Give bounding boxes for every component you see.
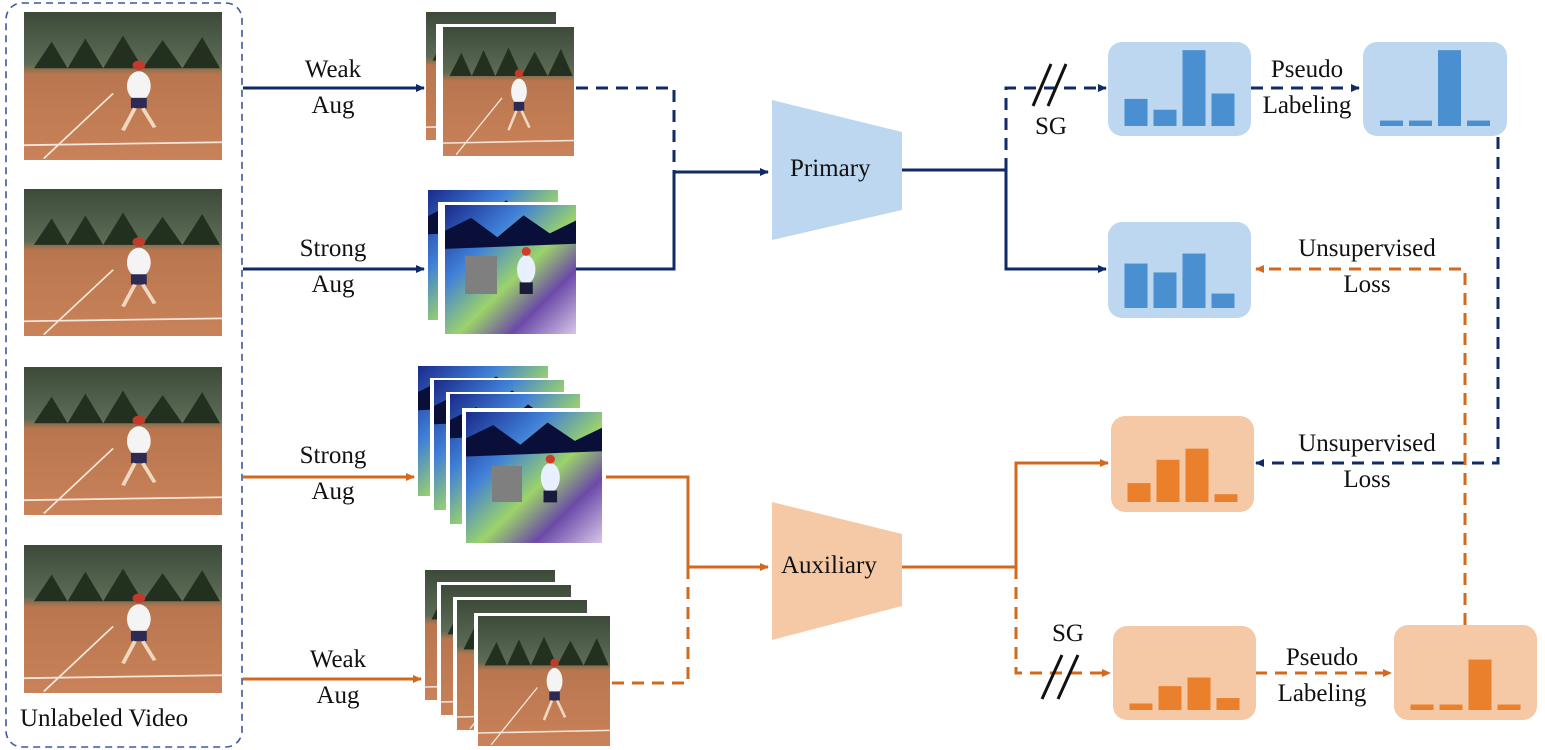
arrow-auxiliary-to-strong-pred <box>1014 459 1109 567</box>
class-probability-bar <box>1182 253 1206 308</box>
prediction-distribution-primary-weak <box>1108 42 1251 136</box>
video-frame <box>22 10 224 162</box>
class-probability-bar <box>1214 494 1238 502</box>
class-probability-bar <box>1127 483 1151 502</box>
class-probability-bar <box>1153 272 1177 308</box>
video-frame <box>22 543 224 695</box>
class-probability-bar <box>1129 703 1153 710</box>
class-probability-bar <box>1497 704 1521 710</box>
video-frame <box>22 187 224 338</box>
weak-clip-to-primary <box>576 86 676 172</box>
arrow-primary-to-strong-pred <box>1004 170 1107 273</box>
sg-label-primary: SG <box>1035 113 1067 140</box>
primary-model-label: Primary <box>790 155 871 182</box>
strong-aug-clip-auxiliary <box>418 366 606 546</box>
arrow-auxiliary-sg-weak-pred <box>1014 567 1111 677</box>
unlabeled-video-caption: Unlabeled Video <box>20 705 189 732</box>
class-probability-bar <box>1124 98 1148 126</box>
prediction-distribution-auxiliary-pseudo <box>1394 625 1537 720</box>
class-probability-bar <box>1216 698 1240 710</box>
class-probability-bar <box>1185 448 1209 502</box>
class-probability-bar <box>1439 704 1463 710</box>
class-probability-bar <box>1182 50 1206 126</box>
prediction-distribution-primary-strong <box>1108 222 1251 318</box>
class-probability-bar <box>1124 263 1148 308</box>
stop-gradient-mark-primary <box>1031 63 1068 107</box>
prediction-box <box>1113 626 1256 720</box>
unlabeled-video-container <box>5 2 243 748</box>
strong-clip-to-auxiliary <box>606 475 769 571</box>
class-probability-bar <box>1156 459 1180 502</box>
auxiliary-model-label: Auxiliary <box>781 552 877 579</box>
video-frame <box>22 365 224 517</box>
sg-label-auxiliary: SG <box>1052 620 1084 647</box>
prediction-box <box>1394 625 1537 720</box>
class-probability-bar <box>1438 50 1461 126</box>
prediction-box <box>1363 42 1507 136</box>
class-probability-bar <box>1410 704 1434 710</box>
class-probability-bar <box>1211 93 1235 126</box>
weak-clip-to-auxiliary <box>612 567 690 685</box>
class-probability-bar <box>1409 120 1432 126</box>
arrow-primary-sg-weak-pred <box>1004 84 1107 170</box>
primary-model-block <box>772 100 902 240</box>
stop-gradient-mark-auxiliary <box>1040 654 1080 700</box>
class-probability-bar <box>1380 120 1403 126</box>
class-probability-bar <box>1153 109 1177 126</box>
class-probability-bar <box>1467 120 1490 126</box>
strong-aug-clip-primary <box>428 190 580 336</box>
prediction-distribution-primary-pseudo <box>1363 42 1507 136</box>
weak-aug-clip-auxiliary <box>423 568 612 749</box>
prediction-distribution-auxiliary-weak <box>1113 626 1256 720</box>
arrow-primary-pseudo-to-aux-loss <box>1255 137 1500 467</box>
class-probability-bar <box>1211 293 1235 308</box>
strong-clip-to-primary <box>576 168 769 271</box>
prediction-distribution-auxiliary-strong <box>1111 416 1254 512</box>
weak-aug-clip-primary <box>424 10 576 158</box>
class-probability-bar <box>1158 686 1182 710</box>
auxiliary-model-block <box>772 502 902 640</box>
class-probability-bar <box>1468 659 1492 710</box>
class-probability-bar <box>1187 677 1211 710</box>
